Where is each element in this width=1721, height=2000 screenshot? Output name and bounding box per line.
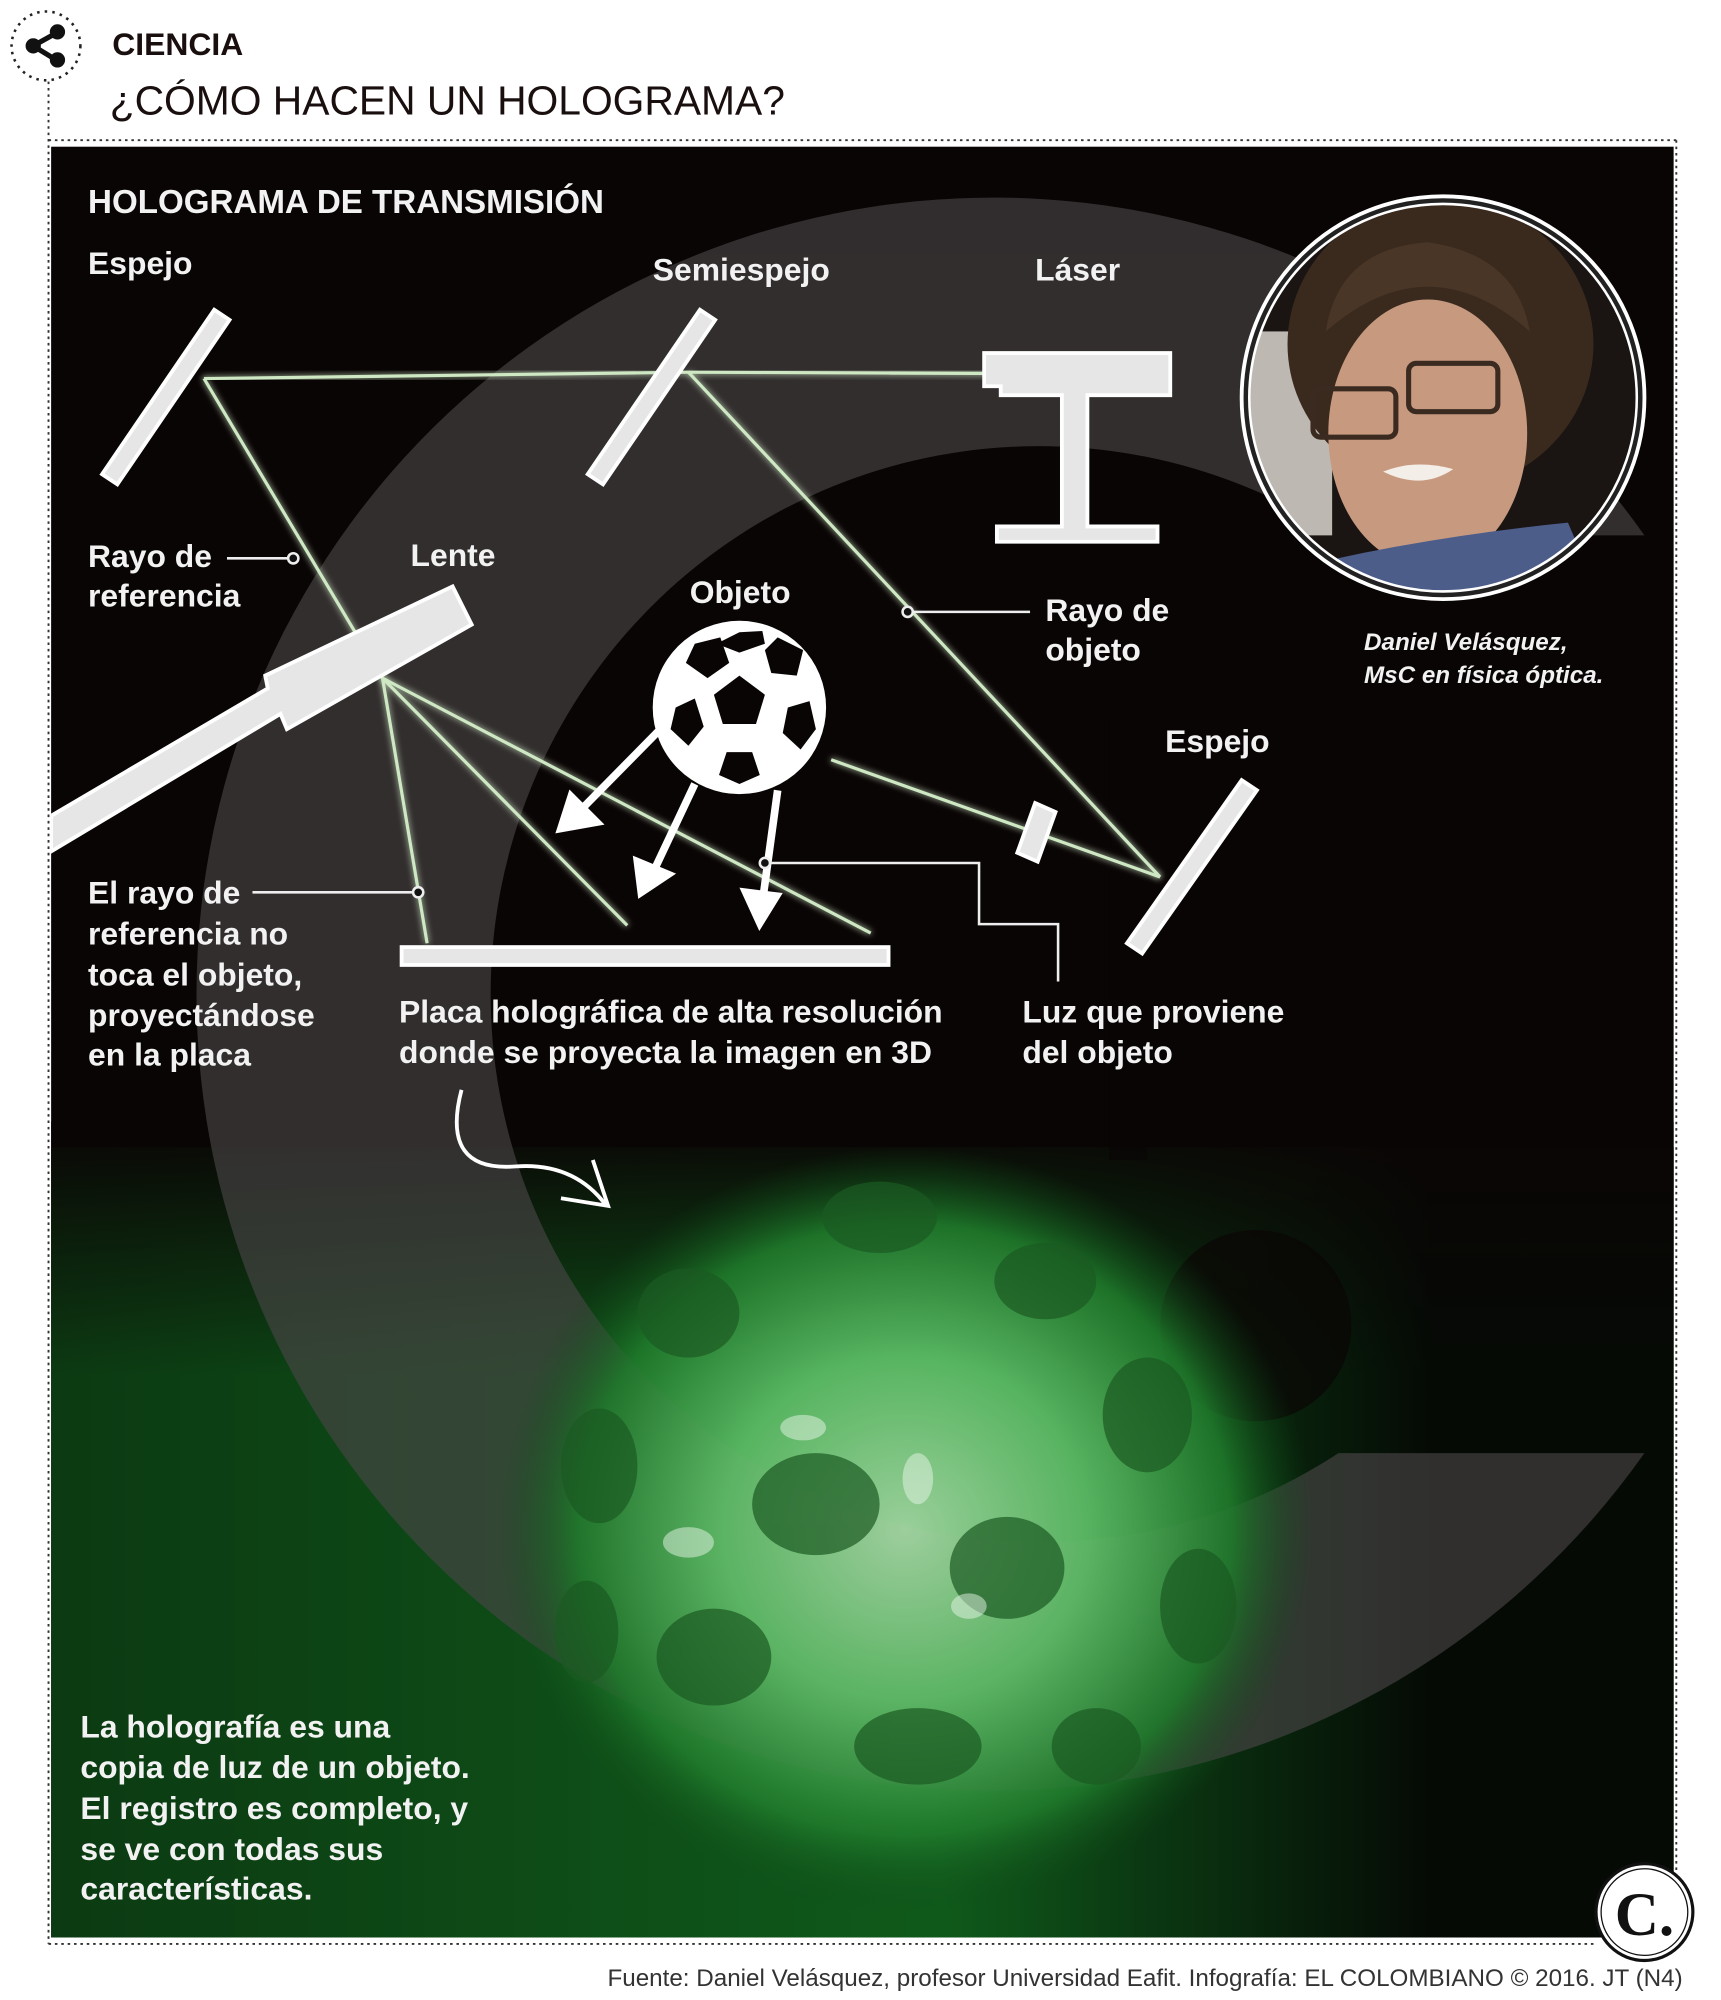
label-rayo-objeto-1: Rayo de (1045, 592, 1169, 628)
label-rayo-referencia-2: referencia (88, 578, 241, 614)
portrait-caption-name: Daniel Velásquez, (1364, 629, 1568, 656)
holographic-plate-icon (399, 945, 891, 967)
summary-text: La holografía es una copia de luz de un … (80, 1708, 469, 1906)
footer-credits: Fuente: Daniel Velásquez, profesor Unive… (607, 1965, 1682, 1992)
label-rayo-no-toca: El rayo de referencia no toca el objeto,… (88, 875, 315, 1073)
label-line: proyectándose (88, 997, 315, 1033)
label-objeto: Objeto (690, 574, 791, 610)
summary-line: características. (80, 1870, 312, 1906)
label-leaders (226, 551, 1060, 982)
label-espejo-2: Espejo (1165, 723, 1269, 759)
section-label: CIENCIA (112, 26, 243, 62)
label-laser: Láser (1035, 251, 1120, 287)
half-mirror-icon (585, 307, 718, 488)
lens-icon (51, 583, 475, 854)
label-espejo: Espejo (88, 245, 192, 281)
label-lente: Lente (411, 537, 496, 573)
summary-line: copia de luz de un objeto. (80, 1749, 469, 1785)
label-line: El rayo de (88, 875, 240, 911)
label-placa-1: Placa holográfica de alta resolución (399, 993, 943, 1029)
label-line: referencia no (88, 916, 288, 952)
page-title: ¿CÓMO HACEN UN HOLOGRAMA? (110, 78, 785, 124)
share-icon (25, 24, 66, 68)
object-light-arrows (555, 723, 783, 931)
label-line: en la placa (88, 1037, 251, 1073)
laser-icon (982, 351, 1173, 544)
label-rayo-objeto-2: objeto (1045, 631, 1141, 667)
summary-line: La holografía es una (80, 1708, 390, 1744)
logo-text: C. (1615, 1881, 1674, 1949)
el-colombiano-logo: C. (1594, 1862, 1695, 1963)
light-beams (202, 370, 1162, 944)
label-placa-2: donde se proyecta la imagen en 3D (399, 1034, 932, 1070)
label-line: toca el objeto, (88, 956, 302, 992)
mirror-icon (99, 307, 233, 488)
share-button[interactable] (10, 10, 82, 82)
label-rayo-referencia-1: Rayo de (88, 538, 212, 574)
mirror-icon (1124, 777, 1260, 957)
label-semiespejo: Semiespejo (653, 251, 830, 287)
summary-line: se ve con todas sus (80, 1831, 383, 1867)
diagram-subtitle: HOLOGRAMA DE TRANSMISIÓN (88, 183, 604, 221)
buckyball-icon (652, 620, 827, 795)
hologram-image (497, 1147, 1314, 1913)
label-luz-2: del objeto (1022, 1034, 1172, 1070)
portrait-photo (1239, 194, 1647, 602)
portrait-caption-title: MsC en física óptica. (1364, 662, 1603, 689)
dotted-frame (47, 81, 1678, 1945)
filter-icon (1014, 800, 1058, 865)
label-luz-1: Luz que proviene (1022, 993, 1284, 1029)
curved-arrow-icon (454, 1089, 611, 1209)
diagram-panel: Daniel Velásquez, MsC en física óptica. (51, 146, 1674, 1938)
summary-line: El registro es completo, y (80, 1790, 468, 1826)
